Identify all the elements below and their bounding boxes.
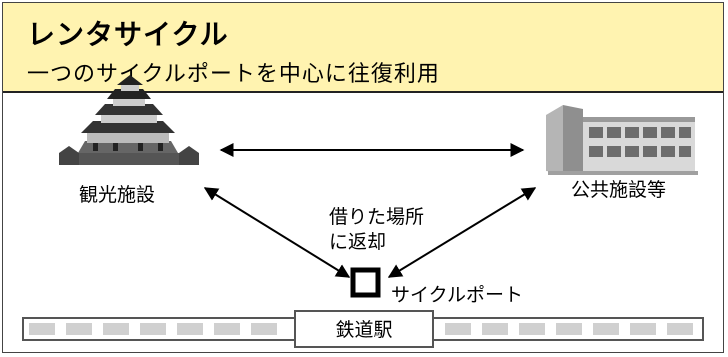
rental-cycle-diagram: 観光施設 公共施設等 借りた場所 に返却 サイクルポート 鉄道駅 (22, 75, 704, 348)
station-box (294, 310, 434, 348)
railway-tie (140, 323, 166, 335)
railway-tie (214, 323, 240, 335)
railway-tie (445, 323, 471, 335)
building-icon (546, 105, 698, 175)
arrow-public-to-port (387, 187, 537, 278)
cycle-port-label: サイクルポート (391, 284, 523, 306)
railway-tie (177, 323, 203, 335)
railway-tie (251, 323, 277, 335)
railway-ties (29, 323, 693, 335)
cycle-port-icon (350, 267, 381, 298)
castle-icon (59, 75, 199, 165)
return-note-line2: に返却 (329, 231, 386, 253)
diagram-frame: レンタサイクル 一つのサイクルポートを中心に往復利用 (2, 2, 724, 353)
railway-tie (103, 323, 129, 335)
railway-tie (667, 323, 693, 335)
arrow-tourist-to-port (203, 187, 351, 278)
page-title: レンタサイクル (27, 18, 229, 51)
header-banner: レンタサイクル 一つのサイクルポートを中心に往復利用 (3, 3, 723, 93)
tourist-spot-label: 観光施設 (79, 184, 155, 206)
return-note-line1: 借りた場所 (329, 206, 424, 228)
railway-tie (556, 323, 582, 335)
railway-tie (630, 323, 656, 335)
page-subtitle: 一つのサイクルポートを中心に往復利用 (27, 62, 440, 87)
railway-tie (66, 323, 92, 335)
railway-tie (482, 323, 508, 335)
public-facility-label: 公共施設等 (571, 179, 666, 201)
railway-tie (519, 323, 545, 335)
railway-tie (593, 323, 619, 335)
station-label: 鉄道駅 (335, 319, 392, 341)
railway-tie (29, 323, 55, 335)
